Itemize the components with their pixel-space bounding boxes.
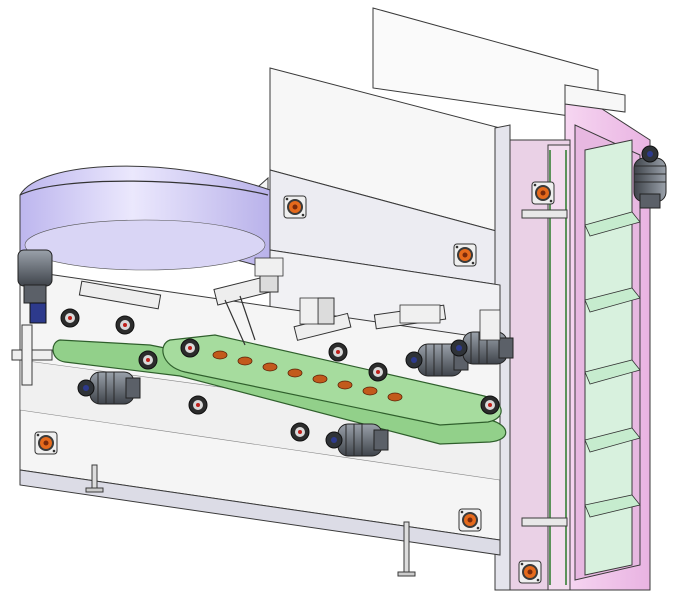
belt-conveyor bbox=[52, 334, 507, 445]
idler-roller-icon bbox=[368, 362, 388, 382]
flange-bearing-icon bbox=[458, 508, 482, 532]
idler-roller-icon bbox=[60, 308, 80, 328]
bucket-elevator bbox=[509, 84, 667, 591]
idler-roller-icon bbox=[188, 395, 208, 415]
flange-bearing-icon bbox=[453, 243, 477, 267]
idler-roller-icon bbox=[138, 350, 158, 370]
conveyor-pockets bbox=[212, 350, 403, 402]
idler-roller-icon bbox=[290, 422, 310, 442]
feeding-bowl bbox=[19, 165, 271, 276]
idler-roller-icon bbox=[115, 315, 135, 335]
flange-bearing-icon bbox=[283, 195, 307, 219]
geared-motor-icon bbox=[11, 249, 53, 386]
idler-roller-icon bbox=[480, 395, 500, 415]
flange-bearing-icon bbox=[34, 431, 58, 455]
idler-roller-icon bbox=[328, 342, 348, 362]
elevator-flights bbox=[584, 211, 641, 518]
flange-bearing-icon bbox=[531, 181, 555, 205]
flange-bearing-icon bbox=[518, 560, 542, 584]
brackets bbox=[254, 257, 501, 341]
idler-roller-icon bbox=[180, 338, 200, 358]
